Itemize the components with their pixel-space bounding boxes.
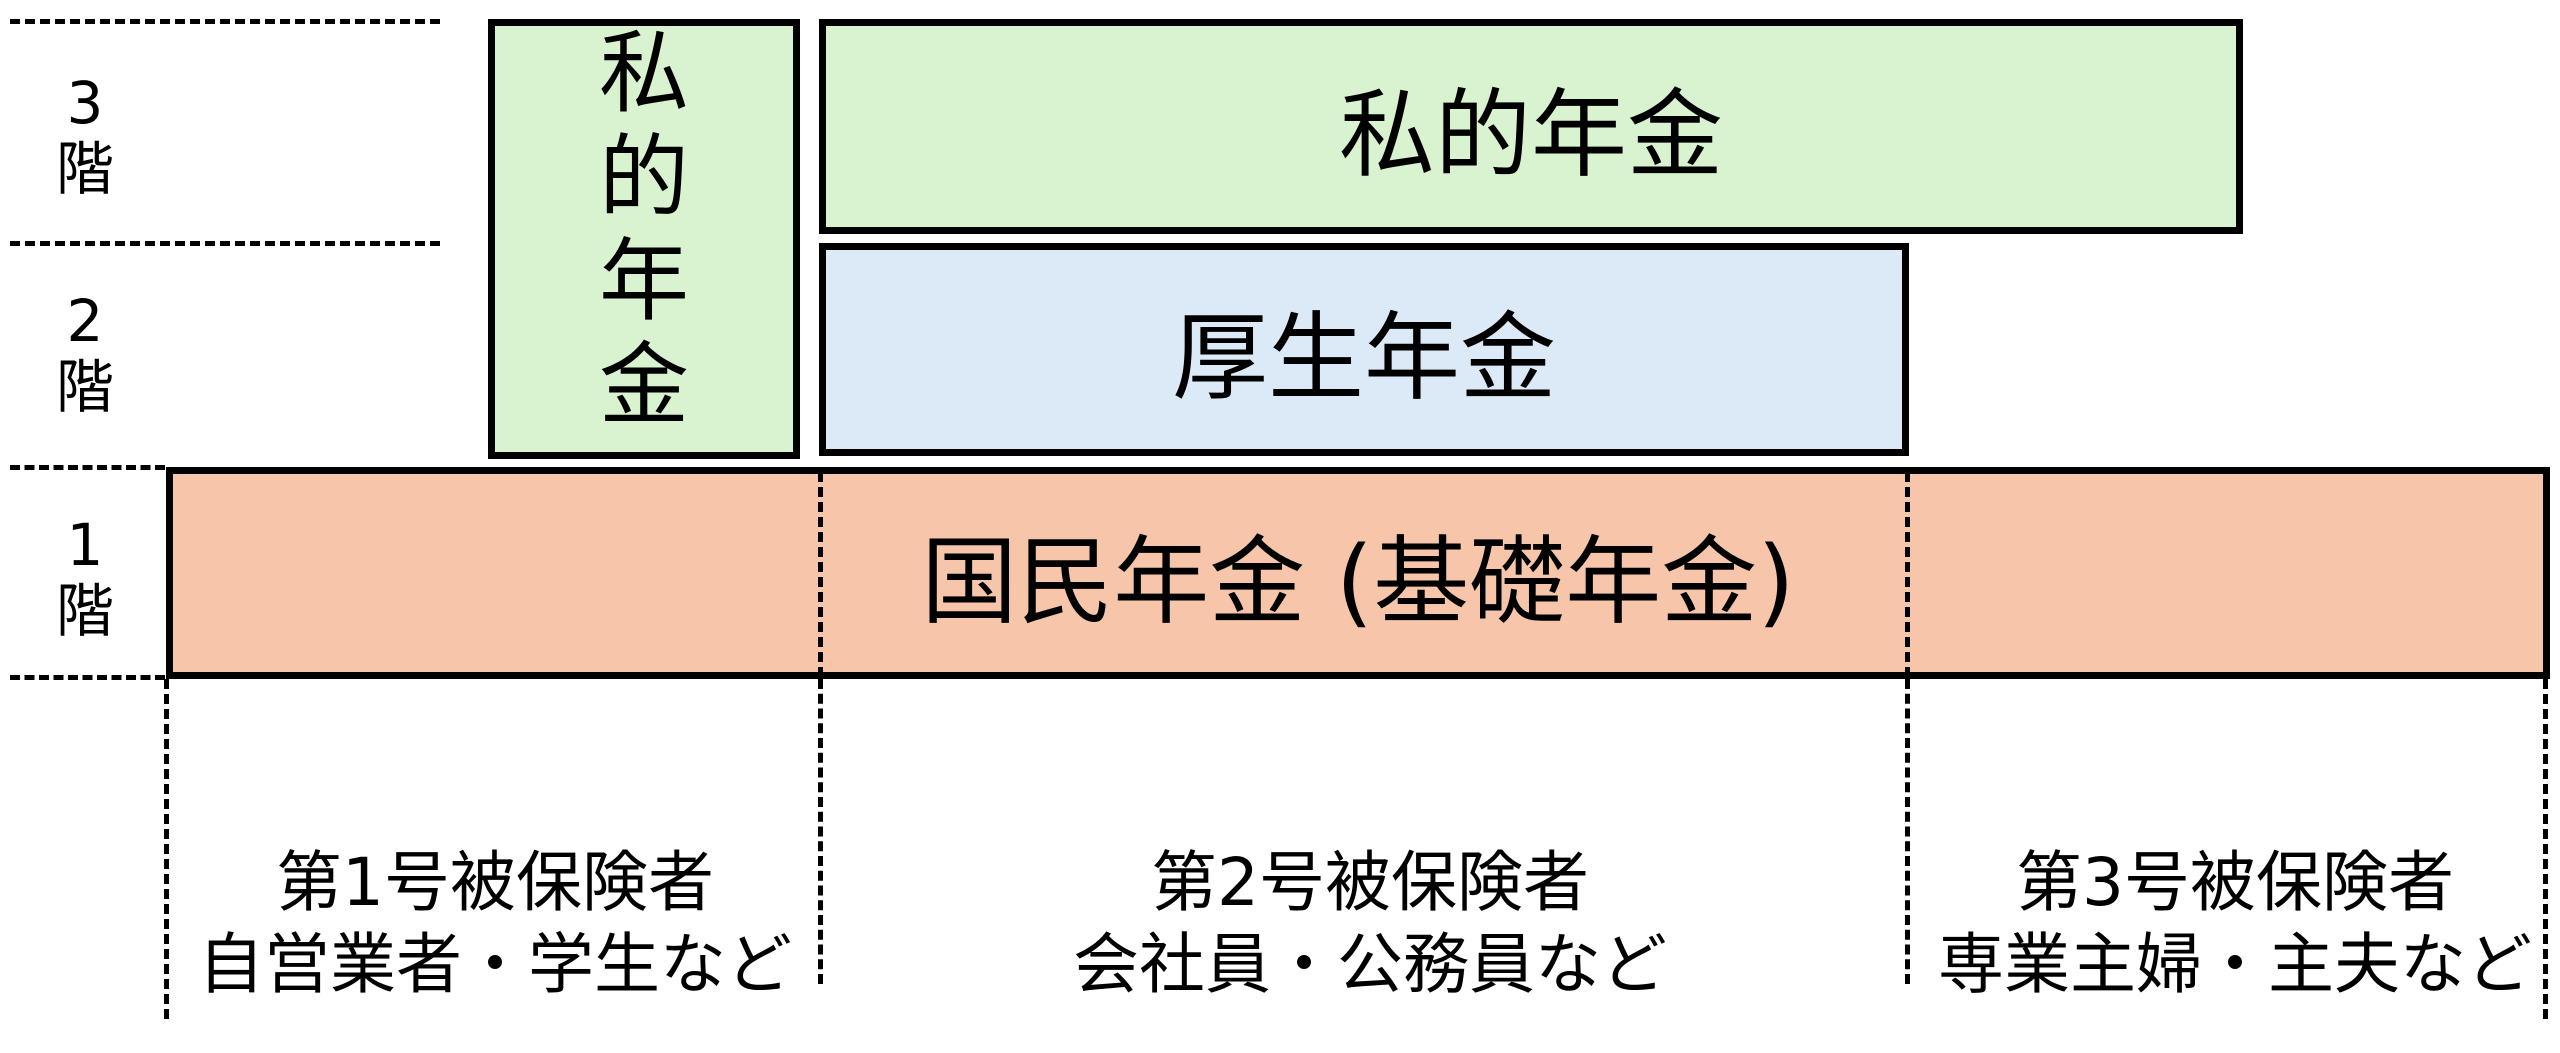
floor-kanji: 階	[55, 135, 114, 203]
group-divider-1-2-lower	[818, 679, 823, 984]
private-pension-vertical-label: 私 的 年 金	[599, 22, 689, 438]
insured-group-title: 第1号被保険者	[276, 844, 714, 921]
floor-separator-2-1	[10, 465, 165, 470]
private-pension-box-group2: 私的年金	[819, 19, 2243, 234]
insured-group-subtitle: 会社員・公務員など	[1073, 926, 1667, 1003]
employee-pension-label: 厚生年金	[1172, 302, 1556, 414]
private-pension-char: 年	[599, 229, 689, 334]
group-divider-2-3-lower	[1905, 679, 1910, 984]
floor-separator-bottom	[10, 675, 165, 680]
insured-group-2: 第2号被保険者 会社員・公務員など	[830, 842, 1910, 1006]
group-divider-right	[2543, 679, 2548, 1019]
private-pension-box-group1: 私 的 年 金	[488, 19, 800, 459]
group-divider-1-2-upper	[818, 472, 823, 677]
insured-group-1: 第1号被保険者 自営業者・学生など	[170, 842, 820, 1006]
private-pension-char: 私	[599, 21, 689, 126]
floor-label-3: 3 階	[20, 70, 150, 202]
group-divider-2-3-upper	[1905, 472, 1910, 677]
group-divider-left	[164, 679, 169, 1019]
insured-group-subtitle: 自営業者・学生など	[198, 926, 792, 1003]
private-pension-char: 金	[599, 333, 689, 438]
insured-group-subtitle: 専業主婦・主夫など	[1938, 926, 2532, 1003]
insured-group-title: 第3号被保険者	[2016, 844, 2454, 921]
private-pension-char: 的	[599, 125, 689, 230]
private-pension-label: 私的年金	[1339, 79, 1723, 191]
floor-separator-top	[10, 19, 440, 24]
floor-number: 2	[66, 287, 104, 355]
floor-kanji: 階	[55, 353, 114, 421]
floor-label-2: 2 階	[20, 288, 150, 420]
floor-number: 1	[66, 511, 104, 579]
national-pension-label: 国民年金 (基礎年金)	[921, 525, 1795, 638]
insured-group-3: 第3号被保険者 専業主婦・主夫など	[1915, 842, 2555, 1006]
floor-label-1: 1 階	[20, 512, 150, 644]
floor-kanji: 階	[55, 577, 114, 645]
floor-separator-3-2	[10, 241, 440, 246]
employee-pension-box: 厚生年金	[819, 243, 1909, 456]
insured-group-title: 第2号被保険者	[1151, 844, 1589, 921]
floor-number: 3	[66, 69, 104, 137]
national-pension-box: 国民年金 (基礎年金)	[166, 467, 2550, 679]
